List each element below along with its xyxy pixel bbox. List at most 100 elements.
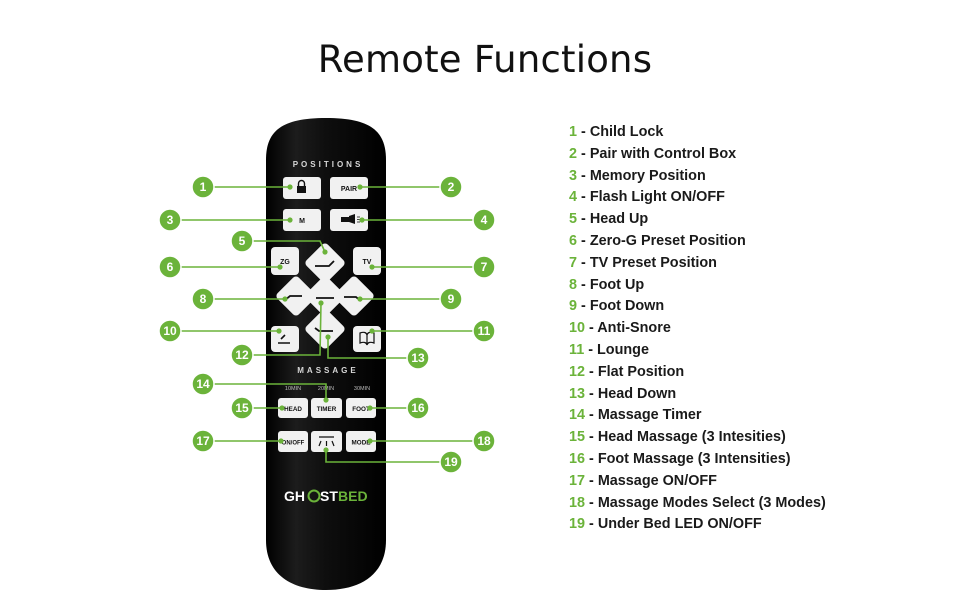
pair-label: PAIR bbox=[341, 186, 357, 193]
callout-3: 3 bbox=[158, 208, 182, 232]
callout-6: 6 bbox=[158, 255, 182, 279]
callout-7: 7 bbox=[472, 255, 496, 279]
callout-number: 1 bbox=[200, 180, 207, 194]
callout-dot-1 bbox=[287, 184, 293, 190]
anti-snore-button[interactable] bbox=[271, 326, 299, 352]
callout-number: 12 bbox=[235, 348, 249, 362]
callout-dot-9 bbox=[357, 296, 363, 302]
memory-button[interactable]: M bbox=[283, 209, 321, 231]
function-legend: 1 - Child Lock 2 - Pair with Control Box… bbox=[569, 122, 826, 536]
callout-dot-13 bbox=[325, 334, 331, 340]
foot-massage-label: FOOT bbox=[352, 406, 370, 413]
tv-button[interactable]: TV bbox=[353, 247, 381, 275]
callout-dot-14 bbox=[323, 397, 329, 403]
massage-label: MASSAGE bbox=[297, 366, 358, 375]
page-title: Remote Functions bbox=[317, 38, 653, 81]
brand-mid: ST bbox=[320, 488, 338, 504]
callout-dot-18 bbox=[367, 438, 373, 444]
callout-number: 2 bbox=[448, 180, 455, 194]
callout-number: 14 bbox=[196, 377, 210, 391]
legend-item: 9 - Foot Down bbox=[569, 298, 665, 315]
callout-leader-19 bbox=[325, 450, 451, 463]
anti-snore-icon bbox=[278, 334, 290, 344]
callout-dot-8 bbox=[282, 296, 288, 302]
callout-number: 11 bbox=[478, 324, 491, 338]
legend-item: 6 - Zero-G Preset Position bbox=[569, 232, 746, 249]
remote-body bbox=[266, 118, 386, 590]
head-down-button[interactable] bbox=[304, 308, 346, 350]
callout-number: 15 bbox=[235, 401, 249, 415]
bed-head-up-icon bbox=[315, 260, 335, 267]
callout-number: 18 bbox=[477, 434, 491, 448]
under-bed-light-icon bbox=[318, 436, 335, 447]
callout-number: 19 bbox=[444, 455, 458, 469]
positions-label: POSITIONS bbox=[293, 160, 364, 169]
legend-item: 5 - Head Up bbox=[569, 211, 649, 228]
legend-item: 11 - Lounge bbox=[569, 341, 649, 358]
ghostbed-logo: GH ST BED bbox=[284, 488, 368, 504]
callout-9: 9 bbox=[439, 287, 463, 311]
callout-dot-15 bbox=[279, 405, 285, 411]
callout-dot-16 bbox=[367, 405, 373, 411]
callout-dot-6 bbox=[277, 264, 283, 270]
callout-15: 15 bbox=[230, 396, 254, 420]
callout-number: 7 bbox=[481, 260, 488, 274]
callout-dot-12 bbox=[318, 300, 324, 306]
massage-mode-label: MODE bbox=[352, 440, 371, 447]
callout-12: 12 bbox=[230, 343, 254, 367]
brand-left: GH bbox=[284, 488, 305, 504]
memory-label: M bbox=[299, 218, 305, 225]
timer-option-30: 30MIN bbox=[354, 386, 370, 392]
pair-button[interactable]: PAIR bbox=[330, 177, 368, 199]
zero-g-button[interactable]: ZG bbox=[271, 247, 299, 275]
under-bed-led-button[interactable] bbox=[311, 431, 342, 452]
legend-item: 12 - Flat Position bbox=[569, 363, 685, 380]
callout-11: 11 bbox=[472, 319, 496, 343]
head-massage-button[interactable]: HEAD bbox=[278, 398, 308, 418]
callout-dot-11 bbox=[369, 328, 375, 334]
timer-label: TIMER bbox=[317, 406, 337, 413]
callout-leader-5 bbox=[242, 240, 326, 253]
callout-number: 13 bbox=[411, 351, 425, 365]
timer-button[interactable]: TIMER bbox=[311, 398, 342, 418]
callout-16: 16 bbox=[406, 396, 430, 420]
callout-leader-14 bbox=[203, 383, 327, 400]
callout-17: 17 bbox=[191, 429, 215, 453]
callout-dot-4 bbox=[359, 217, 365, 223]
legend-item: 15 - Head Massage (3 Intesities) bbox=[569, 429, 786, 446]
timer-option-10: 10MIN bbox=[285, 386, 301, 392]
child-lock-button[interactable] bbox=[283, 177, 321, 199]
legend-item: 2 - Pair with Control Box bbox=[569, 145, 737, 162]
callout-18: 18 bbox=[472, 429, 496, 453]
callout-13: 13 bbox=[406, 346, 430, 370]
zero-g-label: ZG bbox=[280, 259, 290, 266]
callout-number: 17 bbox=[196, 434, 210, 448]
callout-dot-10 bbox=[276, 328, 282, 334]
legend-item: 3 - Memory Position bbox=[569, 167, 706, 184]
lounge-button[interactable] bbox=[353, 326, 381, 352]
massage-mode-button[interactable]: MODE bbox=[346, 431, 376, 452]
callout-number: 8 bbox=[200, 292, 207, 306]
legend-item: 8 - Foot Up bbox=[569, 276, 645, 293]
legend-item: 4 - Flash Light ON/OFF bbox=[569, 189, 725, 206]
callout-leader-13 bbox=[327, 337, 418, 359]
callout-5: 5 bbox=[230, 229, 254, 253]
head-up-button[interactable] bbox=[304, 242, 346, 284]
legend-item: 13 - Head Down bbox=[569, 385, 677, 402]
callout-dot-2 bbox=[357, 184, 363, 190]
callout-10: 10 bbox=[158, 319, 182, 343]
callout-number: 6 bbox=[167, 260, 174, 274]
callout-2: 2 bbox=[439, 175, 463, 199]
flat-position-button[interactable] bbox=[304, 275, 346, 317]
foot-massage-button[interactable]: FOOT bbox=[346, 398, 376, 418]
legend-item: 19 - Under Bed LED ON/OFF bbox=[569, 516, 762, 533]
legend-item: 18 - Massage Modes Select (3 Modes) bbox=[569, 494, 826, 511]
callout-number: 9 bbox=[448, 292, 455, 306]
legend-item: 7 - TV Preset Position bbox=[569, 254, 717, 271]
head-massage-label: HEAD bbox=[284, 406, 302, 413]
callout-4: 4 bbox=[472, 208, 496, 232]
massage-on-off-button[interactable]: ON/OFF bbox=[278, 431, 308, 452]
massage-on-off-label: ON/OFF bbox=[282, 441, 305, 447]
brand-right: BED bbox=[338, 488, 368, 504]
